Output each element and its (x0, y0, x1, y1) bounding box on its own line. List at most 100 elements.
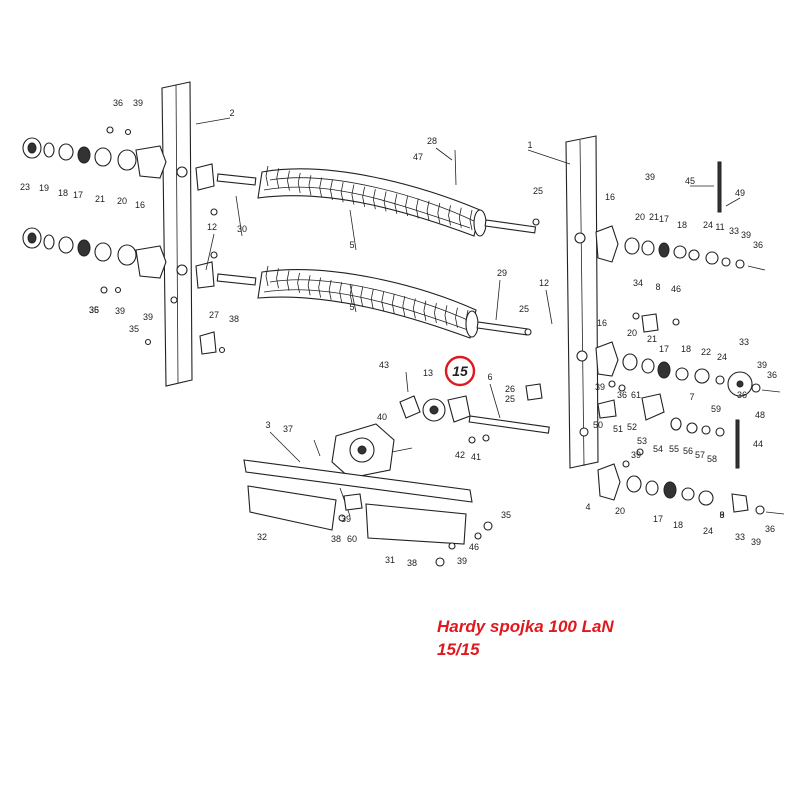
leader-line (195, 117, 231, 125)
part-label-20-1: 20 (635, 212, 645, 222)
part-label-39-9: 39 (457, 556, 467, 566)
roller-spike (423, 300, 427, 311)
roller-spike (319, 187, 323, 198)
part-label-9: 9 (719, 510, 724, 520)
part-label-18: 18 (58, 188, 68, 198)
part-label-5-1: 5 (349, 302, 354, 312)
roller-spike (362, 186, 366, 197)
part-label-36-6: 36 (765, 524, 775, 534)
roller-spike (276, 268, 279, 279)
roller-spike (276, 168, 280, 179)
right-frame (565, 135, 599, 469)
roller-spike (287, 170, 290, 181)
roller-spike (340, 182, 344, 193)
roller-spike (426, 200, 430, 211)
part-label-48: 48 (755, 410, 765, 420)
part-label-57: 57 (695, 450, 705, 460)
roller-spike (360, 296, 364, 307)
part-label-38-1: 38 (331, 534, 341, 544)
roller-spike (339, 292, 343, 303)
part-label-8: 8 (655, 282, 660, 292)
roller-spike (455, 317, 458, 328)
part-label-25-1: 25 (519, 304, 529, 314)
part-label-33-2: 33 (735, 532, 745, 542)
part-label-37: 37 (283, 424, 293, 434)
roller-spike (330, 179, 333, 190)
roller-spike (402, 306, 406, 317)
roller-spike (330, 189, 333, 200)
roller-spike (372, 189, 376, 200)
roller-spike (370, 289, 374, 300)
part-label-25: 25 (533, 186, 543, 196)
caption: Hardy spojka 100 LaN 15/15 (437, 615, 614, 661)
part-label-36-5: 36 (737, 390, 747, 400)
roller-spike (297, 182, 301, 194)
roller-spike (423, 310, 427, 321)
part-label-50: 50 (593, 420, 603, 430)
part-label-61: 61 (631, 390, 641, 400)
roller-spike (434, 302, 437, 314)
part-label-17: 17 (73, 190, 83, 200)
roller-spike (415, 198, 419, 209)
part-label-36-2: 36 (753, 240, 763, 250)
highlight-ring-15 (444, 355, 476, 387)
roller-spike (415, 208, 419, 219)
part-label-39-3: 39 (645, 172, 655, 182)
part-label-56: 56 (683, 446, 693, 456)
right-bearing-stack-upper (595, 161, 766, 271)
part-label-47: 47 (413, 152, 423, 162)
part-label-52: 52 (627, 422, 637, 432)
part-label-40: 40 (377, 412, 387, 422)
part-label-53: 53 (637, 436, 647, 446)
roller-spike (308, 185, 312, 196)
roller-spike (339, 282, 343, 293)
part-label-33-1: 33 (739, 337, 749, 347)
part-label-32: 32 (257, 532, 267, 542)
roller-spike (328, 289, 332, 300)
part-label-42: 42 (455, 450, 465, 460)
roller-spike (469, 209, 473, 221)
part-label-34: 34 (633, 278, 643, 288)
part-label-18-2: 18 (681, 344, 691, 354)
roller-spike (437, 212, 441, 224)
part-label-15: 15 (452, 363, 468, 379)
drive-shaft-assembly (399, 371, 550, 444)
part-label-30: 30 (237, 224, 247, 234)
part-label-39-8: 39 (341, 514, 351, 524)
roller-spike (458, 217, 462, 228)
part-label-3: 3 (265, 420, 270, 430)
part-label-24-1: 24 (717, 352, 727, 362)
lower-roller (257, 265, 529, 339)
part-label-36-1: 36 (89, 305, 99, 315)
part-label-21-2: 21 (647, 334, 657, 344)
left-couplings (195, 163, 257, 289)
part-label-6: 6 (487, 372, 492, 382)
leader-line (435, 147, 453, 161)
roller-spike (437, 202, 441, 214)
left-frame (161, 81, 193, 387)
roller-spike (318, 277, 322, 288)
roller-spike (426, 210, 430, 221)
part-label-35-1: 35 (129, 324, 139, 334)
part-label-60: 60 (347, 534, 357, 544)
part-label-51: 51 (613, 424, 623, 434)
part-label-39-6: 39 (595, 382, 605, 392)
roller-spike (383, 201, 387, 212)
part-label-43: 43 (379, 360, 389, 370)
part-label-26: 26 (505, 384, 515, 394)
part-label-31: 31 (385, 555, 395, 565)
roller-spike (458, 207, 462, 218)
lower-beams (243, 459, 473, 545)
part-label-22: 22 (701, 347, 711, 357)
left-bearing-stack-lower (22, 227, 167, 279)
part-label-21: 21 (95, 194, 105, 204)
right-bearing-stack-middle (595, 313, 781, 397)
leader-line (545, 289, 553, 325)
roller-spike (402, 296, 406, 307)
part-label-17-1: 17 (659, 214, 669, 224)
part-label-33: 33 (729, 226, 739, 236)
part-label-38: 38 (229, 314, 239, 324)
roller-spike (405, 196, 408, 207)
gearbox (313, 423, 413, 479)
